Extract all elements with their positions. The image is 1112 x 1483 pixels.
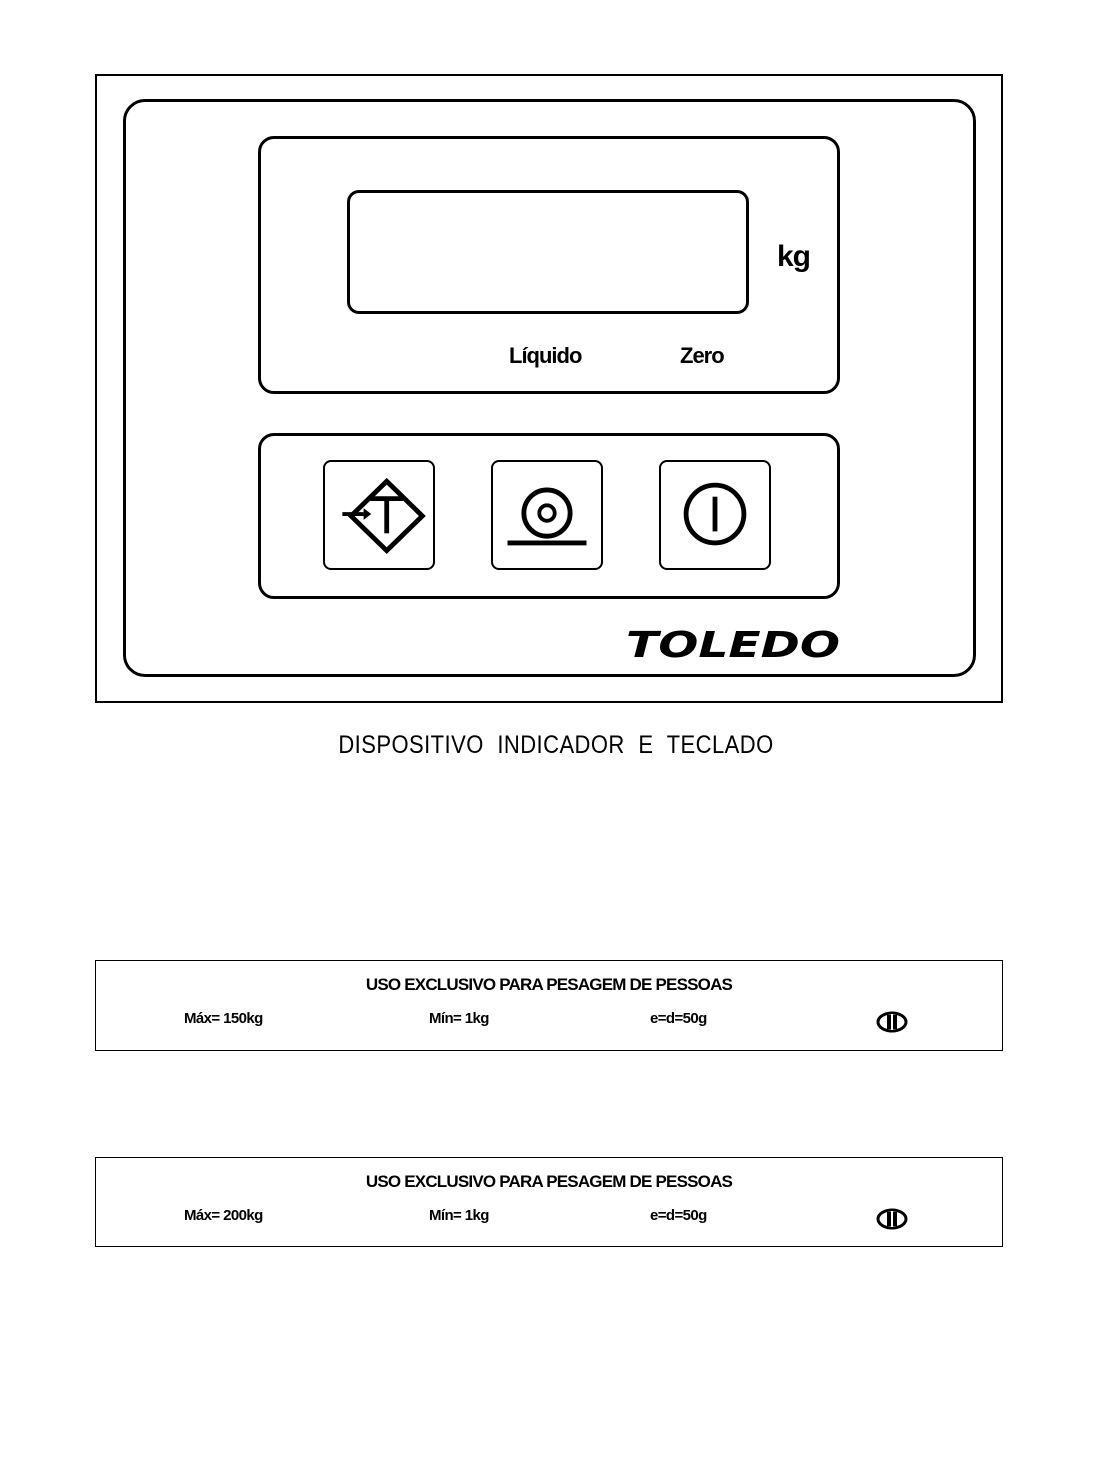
unit-label: kg [777,240,811,273]
approval-mark-icon [876,1208,908,1230]
weight-display [347,190,749,314]
power-key[interactable] [659,460,771,570]
zero-key[interactable] [491,460,603,570]
plate-title: USO EXCLUSIVO PARA PESAGEM DE PESSOAS [365,1172,733,1191]
display-area [258,136,840,394]
approval-mark-icon [876,1011,908,1033]
figure-caption: DISPOSITIVO INDICADOR E TECLADO [338,731,774,759]
toledo-logo: TOLEDO [626,625,840,662]
zero-indicator-label: Zero [680,343,725,368]
plate-max-capacity: Máx= 200kg [184,1207,263,1224]
plate-title: USO EXCLUSIVO PARA PESAGEM DE PESSOAS [365,975,733,994]
indicator-panel [123,99,976,677]
keypad [258,433,840,599]
power-icon [683,482,747,546]
svg-text:TOLEDO: TOLEDO [626,625,840,662]
indicator-frame [95,74,1003,703]
weighing-plate: USO EXCLUSIVO PARA PESAGEM DE PESSOAS Má… [95,1157,1003,1247]
plate-min-capacity: Mín= 1kg [429,1010,489,1027]
tare-key[interactable] [323,460,435,570]
plate-max-capacity: Máx= 150kg [184,1010,263,1027]
tare-icon [342,477,426,555]
net-indicator-label: Líquido [509,343,582,368]
zero-icon [507,487,587,546]
weighing-plate: USO EXCLUSIVO PARA PESAGEM DE PESSOAS Má… [95,960,1003,1051]
plate-division: e=d=50g [650,1207,707,1224]
plate-min-capacity: Mín= 1kg [429,1207,489,1224]
plate-division: e=d=50g [650,1010,707,1027]
